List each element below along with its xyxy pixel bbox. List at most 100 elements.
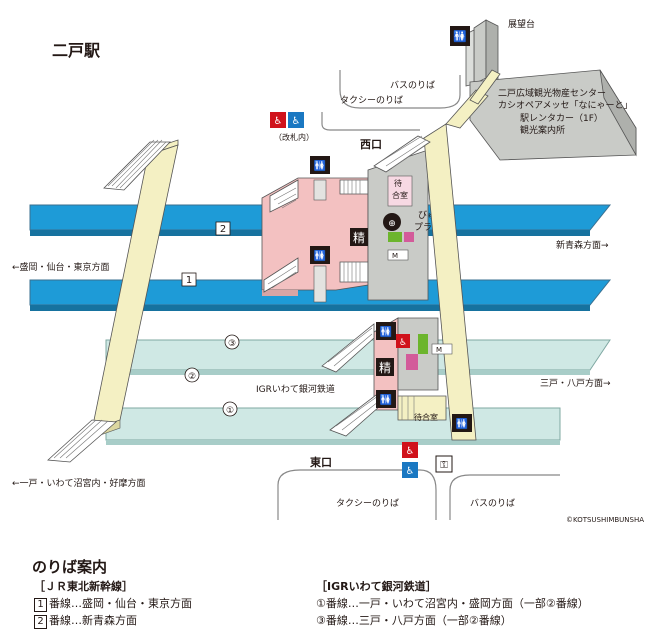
escalator-mid: [339, 261, 369, 283]
shinkansen-stair-2: [269, 179, 299, 213]
igr-track-1: [105, 407, 561, 445]
svg-text:🚻: 🚻: [314, 159, 326, 172]
igr-stair-east: [397, 395, 447, 421]
station-map: 二戸駅 展望台 二戸広域観光物産センター カシオペアメッセ「なにゃーと」 駅レン…: [12, 18, 644, 524]
direction-shin-aomori-label: 新青森方面→: [556, 239, 609, 251]
view-plaza-icon-glyph: ⊕: [388, 219, 396, 229]
rent-a-car-label: 駅レンタカー（1F）: [520, 113, 603, 124]
direction-morioka-label: ←盛岡・仙台・東京方面: [12, 261, 110, 273]
track-1-igr-number-circle: [222, 401, 238, 417]
tourism-center-label-1: 二戸広域観光物産センター: [498, 87, 606, 99]
ticket-machine-upper-mark: M: [392, 252, 398, 260]
toilet-icon: 🚻: [376, 390, 396, 408]
multipurpose-toilet-icon: ♿ ♿: [402, 442, 418, 478]
svg-text:♿: ♿: [399, 338, 407, 348]
igr-kiosk-pink: [406, 354, 418, 370]
track-1-igr-number: ①: [226, 406, 234, 416]
svg-text:♿: ♿: [274, 116, 283, 127]
ticket-machine-upper: [387, 249, 409, 261]
main-walkway: [423, 69, 501, 441]
taxi-stop-south-label: タクシーのりば: [336, 498, 399, 509]
waiting-room-upper: [387, 175, 413, 207]
jr-line-number-box: 1: [34, 598, 47, 612]
track-3-number-circle: [224, 334, 240, 350]
coin-locker-icon: ⚿: [435, 455, 453, 473]
taxi-stop-north-label: タクシーのりば: [340, 95, 403, 106]
svg-text:🚻: 🚻: [453, 30, 467, 43]
svg-text:♿: ♿: [292, 116, 301, 127]
igr-stair-3: [321, 323, 375, 373]
west-exit-stair: [373, 135, 431, 173]
svg-text:🚻: 🚻: [314, 249, 326, 262]
ticket-machine-lower: [431, 343, 453, 355]
fare-adjustment-upper-icon: [350, 228, 368, 246]
elevator-upper: [313, 179, 327, 201]
igr-line-label: IGRいわて銀河鉄道: [256, 383, 335, 395]
toilet-icon: 🚻: [452, 414, 472, 432]
toilet-icon: 🚻: [450, 26, 470, 46]
bus-stop-north-label: バスのりば: [390, 80, 435, 91]
elevator-lower: [313, 265, 327, 303]
igr-line-text: ①番線…一戸・いわて沼宮内・盛岡方面（一部②番線）: [316, 597, 589, 610]
boarding-guide-title: のりば案内: [32, 558, 108, 576]
left-stair-lower: [47, 419, 117, 463]
track-2-number-box: [215, 221, 231, 236]
multipurpose-toilet-icon: ♿: [396, 334, 410, 348]
west-exit-label: 西口: [360, 138, 382, 151]
west-road-outline: [339, 70, 461, 109]
tourist-info-label: 観光案内所: [520, 124, 565, 136]
svg-text:🚻: 🚻: [380, 393, 392, 406]
track-1-number: 1: [186, 275, 192, 286]
jr-line-text: 番線…盛岡・仙台・東京方面: [49, 597, 192, 610]
left-stair-upper: [103, 139, 171, 191]
inside-gates-label: （改札内）: [274, 132, 314, 142]
svg-text:🚻: 🚻: [380, 325, 392, 338]
track-1-number-box: [181, 272, 197, 287]
ticket-machine-lower-mark: M: [436, 346, 442, 354]
track-2-igr-number: ②: [188, 372, 196, 382]
track-3-number: ③: [228, 339, 236, 349]
bus-stop-south-label: バスのりば: [470, 498, 515, 509]
igr-line-text: ③番線…三戸・八戸方面（一部②番線）: [316, 614, 512, 627]
east-road-outline: [277, 469, 437, 520]
igr-legend: ［IGRいわて銀河鉄道］ ①番線…一戸・いわて沼宮内・盛岡方面（一部②番線） ③…: [316, 578, 589, 629]
view-plaza-label: プラザ: [414, 222, 441, 233]
jr-line-number-box: 2: [34, 615, 47, 629]
tourism-center-label-2: カシオペアメッセ「なにゃーと」: [498, 100, 633, 111]
station-title: 二戸駅: [52, 41, 101, 60]
fare-adjustment-upper-label: 精: [353, 231, 365, 245]
observatory-label: 展望台: [508, 18, 535, 30]
fare-adjustment-lower-label: 精: [379, 361, 391, 375]
direction-sannohe-label: 三戸・八戸方面→: [540, 377, 611, 389]
view-plaza-icon: [383, 213, 401, 231]
track-2-number: 2: [220, 224, 226, 235]
shinkansen-stair-1: [263, 257, 299, 293]
track-2-igr-number-circle: [184, 367, 200, 383]
igr-legend-header: ［IGRいわて銀河鉄道］: [316, 580, 437, 593]
waiting-room-upper-label-1: 待: [394, 178, 402, 188]
waiting-room-upper-label: 合室: [392, 190, 408, 200]
svg-text:♿: ♿: [406, 446, 415, 457]
copyright: ©KOTSUSHIMBUNSHA: [566, 516, 644, 524]
tourism-center-building: [469, 69, 637, 161]
escalator-west: [339, 179, 369, 195]
view-plaza-block: [388, 232, 402, 242]
jr-legend-header: ［ＪＲ東北新幹線］: [34, 580, 133, 593]
multipurpose-toilet-icon: ♿ ♿: [270, 112, 304, 128]
west-road-outline-2: [321, 112, 420, 131]
svg-text:🚻: 🚻: [456, 417, 468, 430]
direction-ichinohe-label: ←一戸・いわて沼宮内・好摩方面: [12, 477, 146, 489]
toilet-icon: 🚻: [310, 156, 330, 174]
toilet-icon: 🚻: [376, 322, 396, 340]
fare-adjustment-lower-icon: [376, 358, 394, 376]
toilet-icon: 🚻: [310, 246, 330, 264]
svg-text:♿: ♿: [406, 466, 415, 477]
igr-kiosk-green: [418, 334, 428, 354]
east-exit-label: 東口: [310, 455, 332, 469]
east-road-outline-2: [449, 474, 560, 520]
svg-text:⚿: ⚿: [440, 460, 448, 471]
